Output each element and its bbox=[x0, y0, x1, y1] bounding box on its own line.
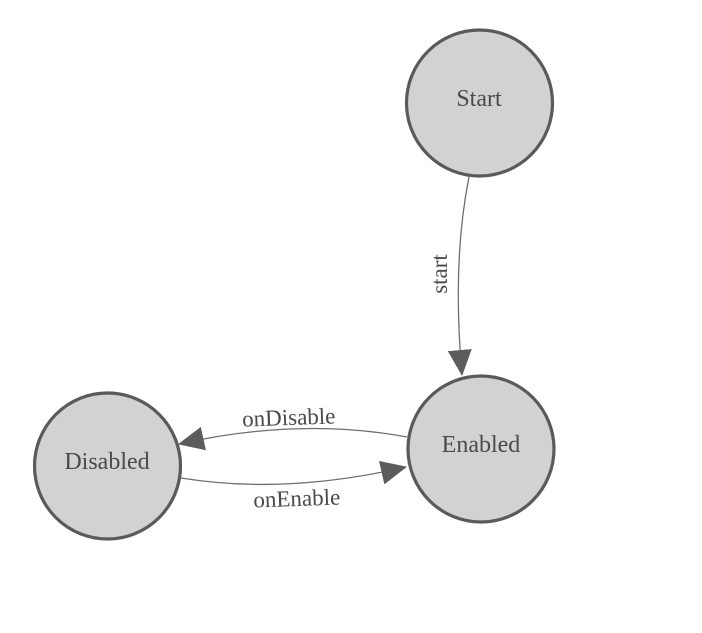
edge-start-transition bbox=[447, 176, 472, 376]
edge-on-enable bbox=[180, 460, 407, 486]
edge-on-disable bbox=[178, 426, 408, 451]
edge-label-on-enable: onEnable bbox=[253, 484, 341, 512]
node-enabled-circle bbox=[406, 374, 556, 524]
edge-label-on-disable: onDisable bbox=[242, 403, 336, 431]
node-disabled-circle bbox=[32, 391, 183, 541]
node-start-circle bbox=[404, 28, 555, 178]
node-enabled-label: Enabled bbox=[442, 432, 521, 458]
node-start-label: Start bbox=[456, 86, 502, 112]
node-disabled-label: Disabled bbox=[64, 449, 149, 475]
edge-label-start: start bbox=[427, 254, 452, 294]
